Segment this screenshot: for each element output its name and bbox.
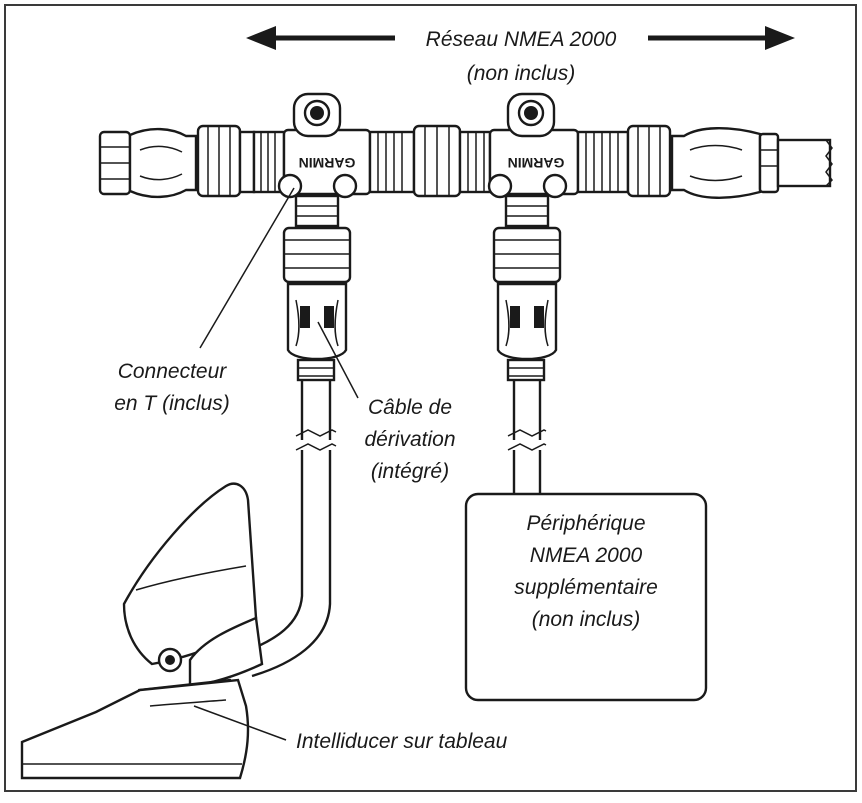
device-label-line3: supplémentaire — [514, 576, 658, 599]
drop-cable-2 — [492, 194, 562, 494]
device-box — [464, 492, 708, 702]
backbone-center-nut — [412, 124, 462, 198]
cable-break-1 — [295, 429, 337, 437]
device-label-line2: NMEA 2000 — [530, 544, 643, 567]
brand-logo-2: GARMIN — [508, 155, 565, 171]
device-label-line1: Périphérique — [526, 512, 645, 535]
transducer-label: Intelliducer sur tableau — [296, 730, 508, 753]
t-connector-1: GARMIN — [238, 92, 416, 199]
t-connector-label-line1: Connecteur — [118, 360, 228, 383]
transducer-housing — [122, 482, 258, 666]
cable-break-2 — [507, 429, 547, 437]
backbone-right-plug — [626, 124, 833, 199]
drop-cable-label-line2: dérivation — [364, 428, 455, 451]
device-label-line4: (non inclus) — [532, 608, 641, 631]
drop-cable-label-line1: Câble de — [368, 396, 452, 419]
backbone-right-cable — [776, 138, 832, 188]
network-label-line2: (non inclus) — [467, 62, 576, 85]
drop-2-nut — [492, 226, 562, 284]
leader-t-connector — [199, 187, 295, 349]
drop-cable-label-line3: (intégré) — [371, 460, 449, 483]
t-connector-label-line2: en T (inclus) — [114, 392, 230, 415]
brand-logo-1: GARMIN — [299, 155, 356, 171]
drop-2-boot — [496, 282, 558, 361]
drop-1-boot — [286, 282, 348, 361]
network-label-line1: Réseau NMEA 2000 — [426, 28, 617, 51]
transducer — [20, 482, 264, 780]
backbone-left-plug — [98, 124, 242, 199]
network-arrow-right-head — [765, 26, 795, 50]
network-arrow-left-head — [246, 26, 276, 50]
network-arrow — [246, 26, 795, 50]
t-connector-2: GARMIN — [458, 92, 630, 199]
transducer-body — [20, 678, 250, 780]
leader-drop-cable — [317, 321, 359, 399]
drop-1-nut — [282, 226, 352, 284]
leader-transducer — [193, 705, 287, 741]
